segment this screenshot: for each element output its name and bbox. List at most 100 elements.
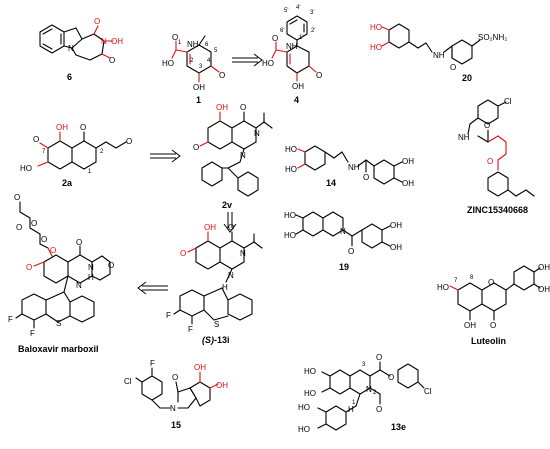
label-compound-2a: 2a — [62, 178, 73, 188]
atom-n: N — [240, 151, 246, 160]
atom-ho: HO — [285, 145, 297, 154]
compound-13e-structure — [317, 361, 425, 431]
atom-n: N — [340, 227, 346, 236]
compound-15-structure — [135, 367, 219, 409]
atom-o: O — [450, 63, 456, 72]
atom-n: N — [228, 271, 234, 280]
label-compound-2v: 2v — [222, 200, 232, 210]
atom-ho: HO — [437, 283, 449, 292]
arrow-13i-to-baloxavir — [137, 281, 168, 295]
atom-o: O — [109, 56, 115, 65]
atom-oh: OH — [464, 321, 476, 330]
atom-oh: OH — [204, 223, 216, 232]
atom-f: F — [150, 359, 155, 368]
atom-o: O — [172, 33, 178, 42]
label-compound-15: 15 — [171, 420, 181, 430]
atom-o: O — [26, 263, 32, 272]
atom-ho: HO — [304, 367, 316, 376]
atom-oh: OH — [111, 37, 123, 46]
atom-o: O — [240, 103, 246, 112]
atom-o: O — [31, 219, 37, 228]
atom-o: O — [219, 71, 225, 80]
compound-6-structure — [39, 24, 114, 61]
atom-o: O — [487, 157, 493, 166]
atom-o: O — [94, 17, 100, 26]
label-compound-4: 4 — [294, 95, 299, 105]
label-compound-1: 1 — [196, 95, 201, 105]
atom-oh: OH — [390, 221, 402, 230]
atom-o: O — [108, 261, 114, 270]
atom-number: 3' — [310, 10, 314, 16]
atom-number: 4' — [296, 5, 300, 11]
atom-f: F — [8, 315, 13, 324]
atom-o: O — [80, 123, 86, 132]
atom-o: O — [484, 121, 490, 130]
atom-n: N — [88, 263, 94, 272]
atom-number: 8 — [470, 275, 474, 281]
label-compound-20: 20 — [462, 73, 472, 83]
atom-ho: HO — [304, 389, 316, 398]
atom-oh: OH — [538, 263, 550, 272]
atom-o: O — [490, 321, 496, 330]
atom-nh: NH — [348, 163, 360, 172]
atom-n: N — [240, 249, 246, 258]
atom-number: 1 — [178, 40, 182, 46]
label-compound-zinc15340668: ZINC15340668 — [467, 205, 528, 215]
atom-h: H — [88, 273, 94, 282]
atom-number: 5 — [214, 48, 218, 54]
compound-13i-structure — [173, 231, 263, 325]
atom-o: O — [272, 34, 278, 43]
compound-19-structure — [295, 211, 391, 249]
atom-nh: NH — [458, 133, 470, 142]
atom-number: 1 — [352, 400, 356, 406]
atom-n: N — [254, 129, 260, 138]
atom-so2nh2: SO₂NH₂ — [478, 33, 507, 42]
atom-o: O — [172, 373, 178, 382]
atom-o: O — [180, 249, 186, 258]
atom-cl: Cl — [124, 377, 132, 386]
atom-ho: HO — [298, 403, 310, 412]
atom-nh: NH — [433, 51, 445, 60]
atom-o: O — [388, 373, 394, 382]
atom-oh: OH — [193, 83, 205, 92]
atom-ho: HO — [262, 59, 274, 68]
atom-o: O — [50, 246, 56, 255]
atom-o: O — [76, 238, 82, 247]
atom-number: 1 — [88, 169, 92, 175]
atom-ho: HO — [298, 425, 310, 434]
label-13i-name: -13i — [214, 335, 230, 345]
compound-baloxavir-structure — [15, 201, 111, 329]
atom-oh: OH — [216, 103, 228, 112]
label-baloxavir-marboxil: Baloxavir marboxil — [18, 344, 99, 354]
atom-s: S — [214, 320, 219, 329]
atom-o: O — [14, 193, 20, 202]
atom-s: S — [56, 319, 61, 328]
arrow-1-to-4 — [232, 53, 263, 67]
compound-4-structure — [271, 15, 317, 82]
atom-oh: OH — [56, 123, 68, 132]
compound-2a-structure — [37, 131, 127, 170]
label-luteolin: Luteolin — [471, 336, 506, 346]
atom-o: O — [376, 405, 382, 414]
atom-number: 2 — [373, 390, 377, 396]
atom-ho: HO — [284, 211, 296, 220]
atom-h: H — [348, 405, 354, 414]
atom-f: F — [166, 311, 171, 320]
compound-2v-structure — [199, 111, 273, 197]
atom-oh: OH — [216, 381, 228, 390]
atom-o: O — [488, 278, 494, 287]
compound-14-structure — [297, 145, 403, 185]
atom-number: 3 — [199, 64, 203, 70]
atom-nh: NH — [286, 42, 298, 51]
atom-o: O — [363, 173, 369, 182]
atom-n: N — [366, 385, 372, 394]
atom-number: 2 — [100, 149, 104, 155]
atom-oh: OH — [538, 285, 550, 294]
arrow-2a-to-2v — [150, 149, 181, 163]
atom-ho: HO — [370, 43, 382, 52]
arrow-2v-to-13i — [223, 212, 237, 233]
atom-oh: OH — [402, 157, 414, 166]
atom-number: 5' — [284, 8, 288, 14]
atom-oh: OH — [402, 179, 414, 188]
